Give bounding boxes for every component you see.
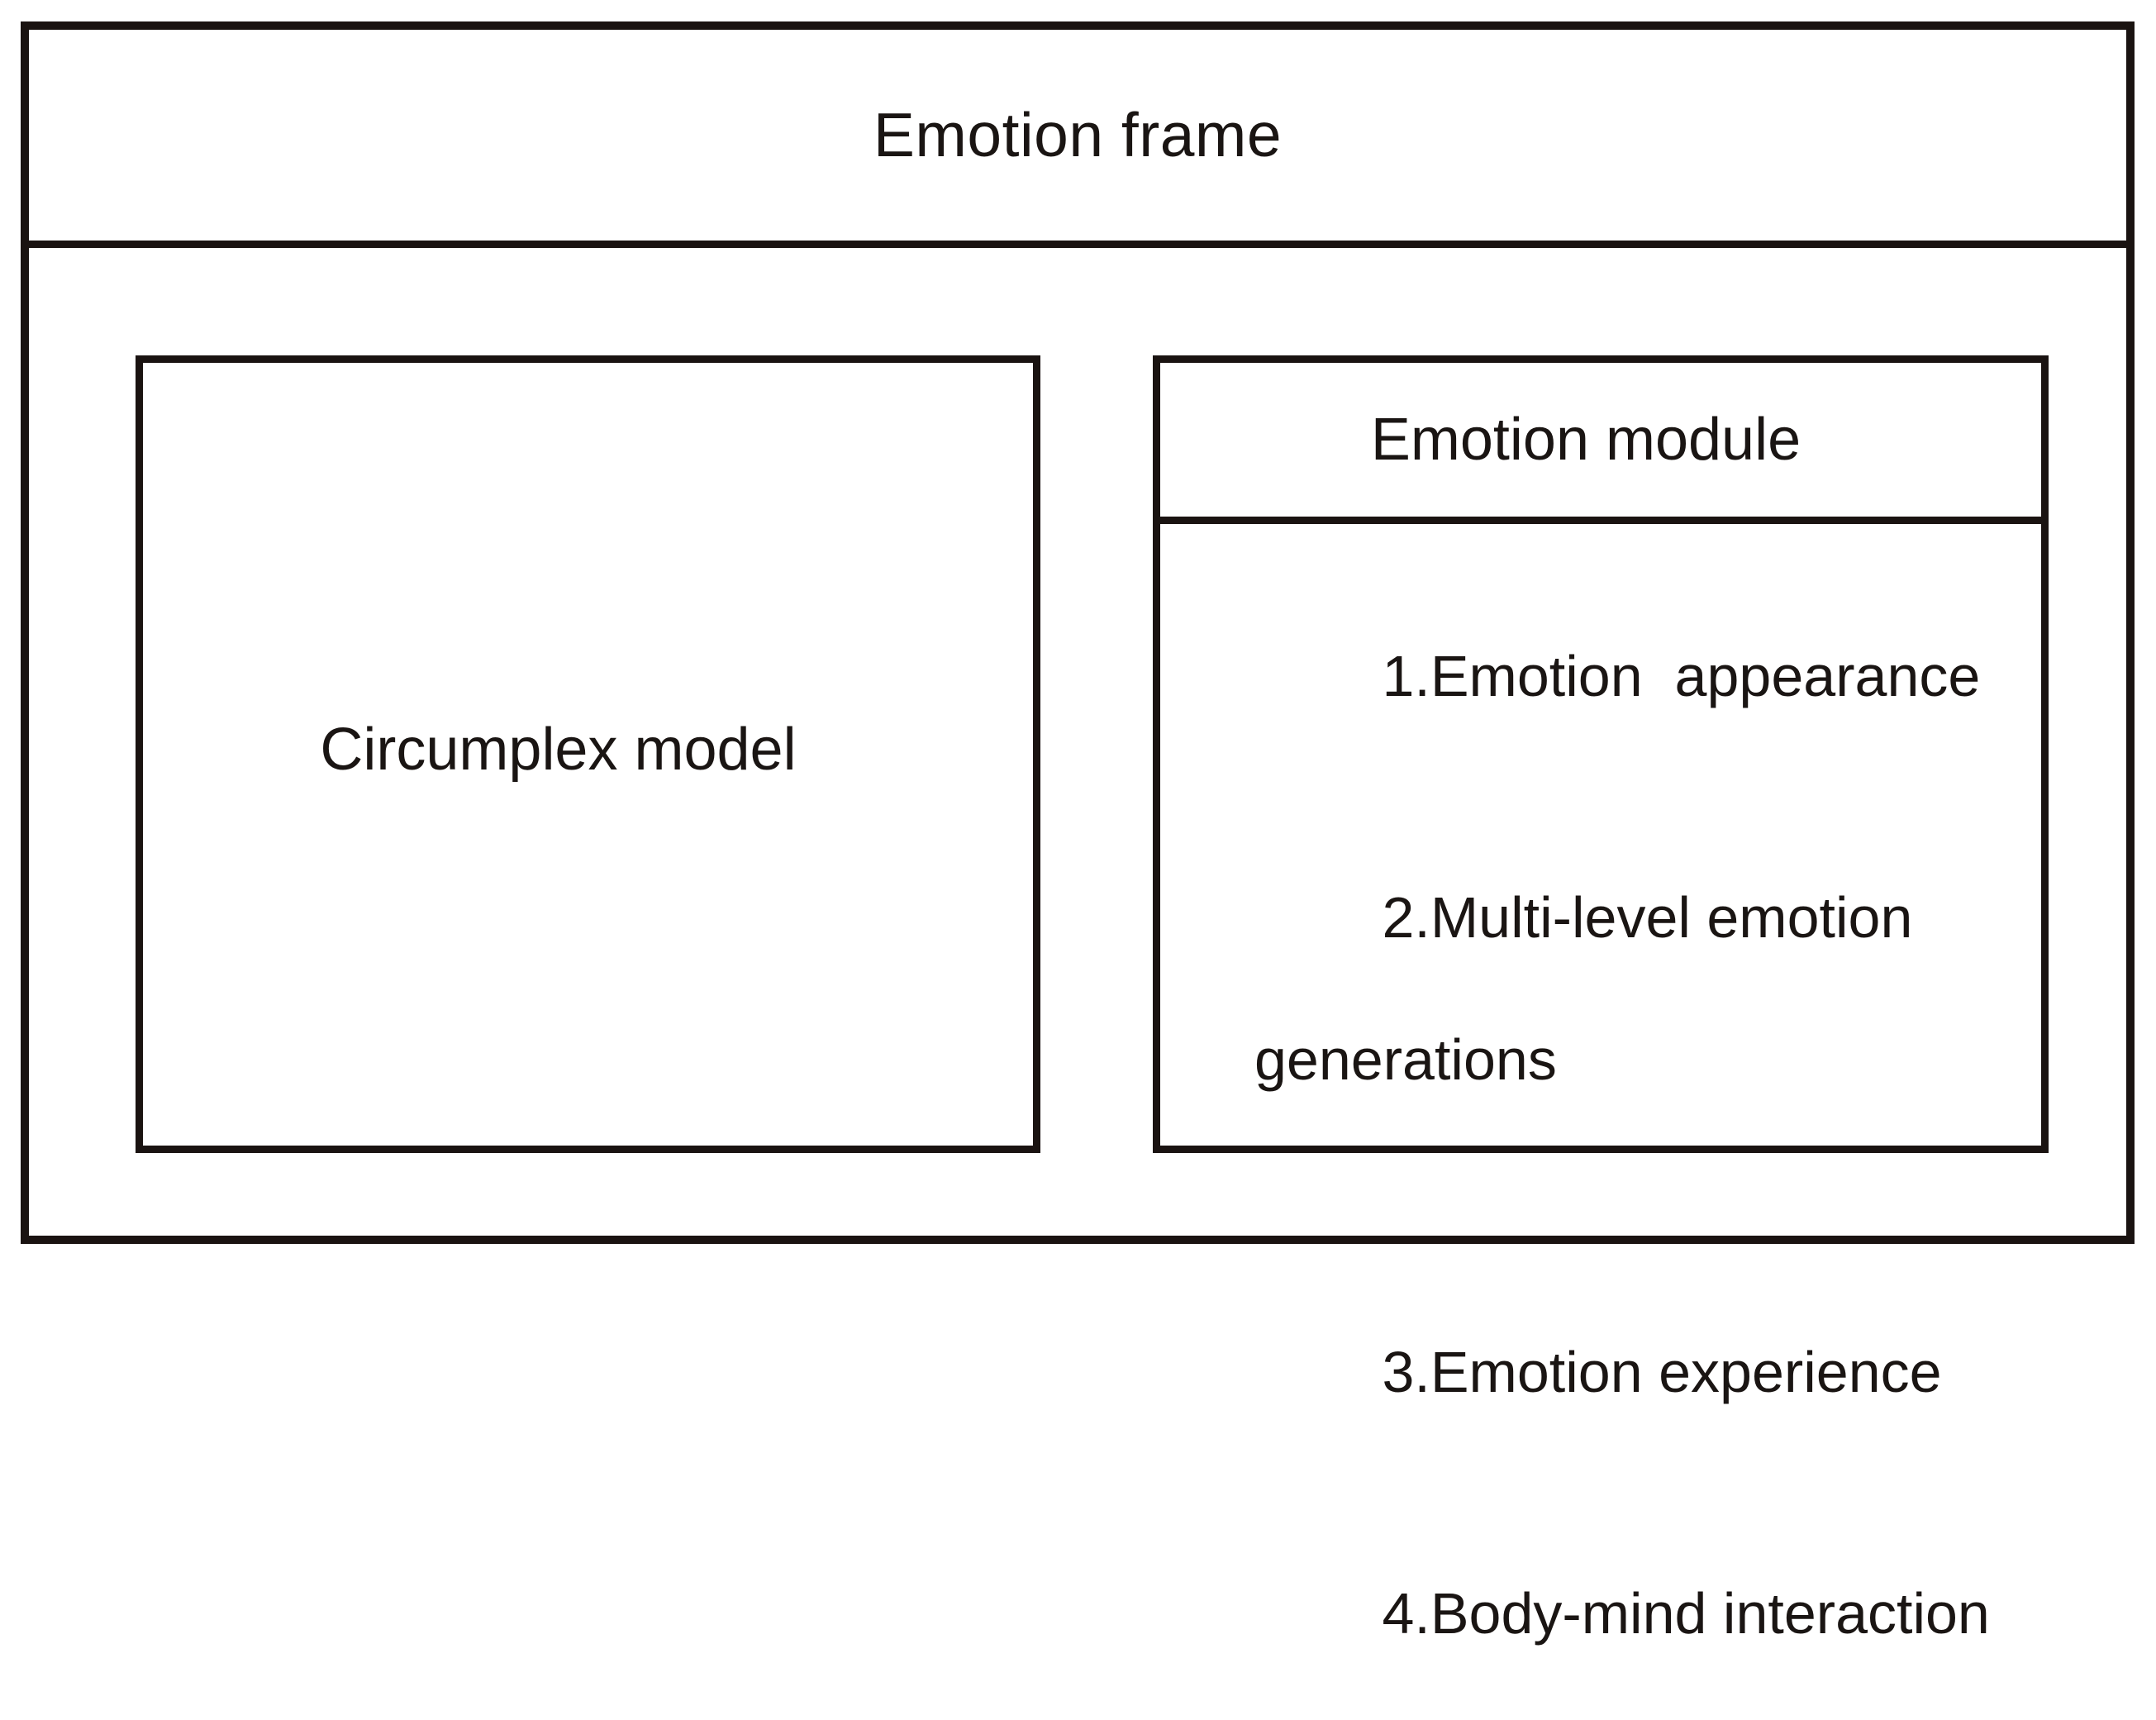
- emotion-frame-header: Emotion frame: [29, 30, 2126, 248]
- list-item-text: 1.Emotion appearance: [1382, 644, 1981, 708]
- list-item: 2.Multi-level emotion generations: [1221, 811, 2041, 1237]
- list-item-continuation: generations: [1254, 1027, 1557, 1092]
- emotion-module-box: Emotion module 1.Emotion appearance 2.Mu…: [1153, 355, 2049, 1646]
- list-item: 3.Emotion experience: [1221, 1265, 2041, 1479]
- emotion-frame-title: Emotion frame: [873, 100, 1283, 169]
- list-item-text: 2.Multi-level emotion: [1382, 885, 1913, 950]
- list-item: 4.Body-mind interaction: [1221, 1507, 2041, 1720]
- list-item-text: 4.Body-mind interaction: [1382, 1581, 1990, 1646]
- list-item-text: 3.Emotion experience: [1382, 1340, 1942, 1404]
- circumplex-model-label: Circumplex model: [320, 716, 797, 783]
- emotion-module-header: Emotion module: [1160, 363, 2041, 524]
- emotion-frame-container: Emotion frame Circumplex model Emotion m…: [21, 21, 2135, 1646]
- emotion-module-title: Emotion module: [1370, 407, 1801, 473]
- emotion-module-list: 1.Emotion appearance 2.Multi-level emoti…: [1160, 531, 2041, 1646]
- emotion-frame-body: Circumplex model Emotion module 1.Emotio…: [29, 255, 2126, 1646]
- circumplex-model-box: Circumplex model: [136, 355, 1040, 1153]
- list-item: 1.Emotion appearance: [1221, 569, 2041, 783]
